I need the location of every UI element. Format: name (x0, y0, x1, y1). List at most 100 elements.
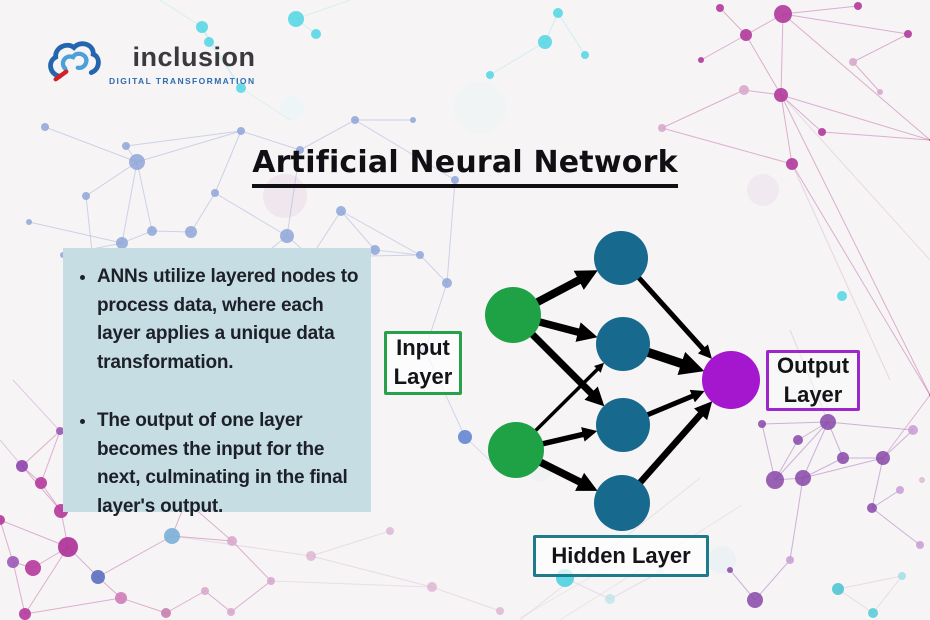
decor-line (165, 590, 206, 614)
decor-line (354, 119, 456, 181)
hidden-node (594, 231, 648, 285)
decor-dot (196, 21, 208, 33)
decor-dot (727, 567, 733, 573)
decor-line (240, 87, 291, 121)
decor-dot (336, 206, 346, 216)
decor-line (852, 33, 909, 63)
decor-line (557, 12, 586, 56)
decor-dot (774, 88, 788, 102)
decor-line (761, 421, 829, 425)
decor-line (136, 130, 242, 163)
decor-line (761, 423, 776, 481)
decor-line (782, 5, 859, 15)
decor-line (120, 597, 167, 614)
decor-dot (7, 556, 19, 568)
decor-blob (747, 174, 779, 206)
decor-line (28, 221, 123, 244)
decor-line (310, 530, 391, 557)
decor-dot (854, 2, 862, 10)
decor-line (871, 507, 921, 546)
decor-line (310, 555, 433, 588)
decor-line (151, 230, 192, 233)
decor-dot (916, 541, 924, 549)
decor-line (871, 457, 884, 509)
decor-dot (427, 582, 437, 592)
decor-dot (820, 414, 836, 430)
decor-line (780, 94, 930, 261)
decor-line (802, 457, 884, 479)
decor-line (204, 590, 232, 613)
decor-line (44, 126, 138, 163)
decor-line (12, 379, 61, 432)
decor-line (872, 575, 903, 614)
decor-dot (280, 229, 294, 243)
hidden-node (596, 317, 650, 371)
decor-dot (91, 570, 105, 584)
decor-dot (26, 219, 32, 225)
decor-line (190, 192, 216, 233)
decor-line (446, 179, 456, 284)
decor-line (295, 0, 351, 20)
info-box: ANNs utilize layered nodes to process da… (63, 248, 371, 517)
decor-dot (795, 470, 811, 486)
decor-dot (698, 57, 704, 63)
decor-dot (832, 583, 844, 595)
decor-line (791, 163, 930, 396)
decor-dot (739, 85, 749, 95)
decor-line (661, 89, 745, 129)
decor-dot (267, 577, 275, 585)
decor-line (661, 127, 793, 165)
decor-dot (35, 477, 47, 489)
decor-line (231, 540, 272, 582)
decor-dot (410, 117, 416, 123)
decor-dot (19, 608, 31, 620)
decor-dot (201, 587, 209, 595)
decor-dot (296, 146, 304, 154)
decor-line (780, 13, 784, 96)
decor-dot (658, 124, 666, 132)
decor-line (754, 559, 791, 601)
decor-line (827, 421, 914, 431)
decor-dot (877, 89, 883, 95)
decor-line (871, 489, 901, 509)
decor-line (745, 34, 782, 96)
decor-line (431, 586, 501, 612)
cloud-logo-icon (44, 36, 102, 86)
decor-dot (486, 71, 494, 79)
decor-dot (758, 420, 766, 428)
input-layer-label: Input Layer (384, 331, 462, 395)
page-title: Artificial Neural Network (0, 145, 930, 188)
decor-dot (416, 251, 424, 259)
decor-dot (716, 4, 724, 12)
decor-line (85, 161, 138, 197)
decor-dot (164, 528, 180, 544)
decor-line (489, 41, 546, 76)
decor-dot (896, 486, 904, 494)
decor-line (882, 394, 930, 459)
decor-dot (442, 278, 452, 288)
decor-line (171, 535, 312, 557)
output-node (702, 351, 760, 409)
decor-blob (708, 546, 736, 574)
decor-line (837, 575, 903, 590)
decor-line (802, 421, 829, 479)
decor-line (208, 41, 242, 89)
decor-line (230, 580, 272, 613)
decor-line (419, 254, 448, 284)
decor-line (159, 0, 203, 28)
decor-line (780, 94, 930, 396)
decor-line (240, 130, 301, 151)
decor-dot (908, 425, 918, 435)
decor-line (0, 519, 14, 563)
decor-line (125, 130, 242, 147)
decor-dot (56, 427, 64, 435)
decor-dot (16, 460, 28, 472)
decor-line (340, 210, 421, 256)
decor-line (774, 421, 829, 481)
decor-dot (774, 5, 792, 23)
bullet-item: The output of one layer becomes the inpu… (97, 407, 363, 521)
output-layer-label: Output Layer (766, 350, 860, 411)
decor-line (791, 163, 891, 381)
decor-dot (288, 11, 304, 27)
decor-line (171, 535, 233, 542)
